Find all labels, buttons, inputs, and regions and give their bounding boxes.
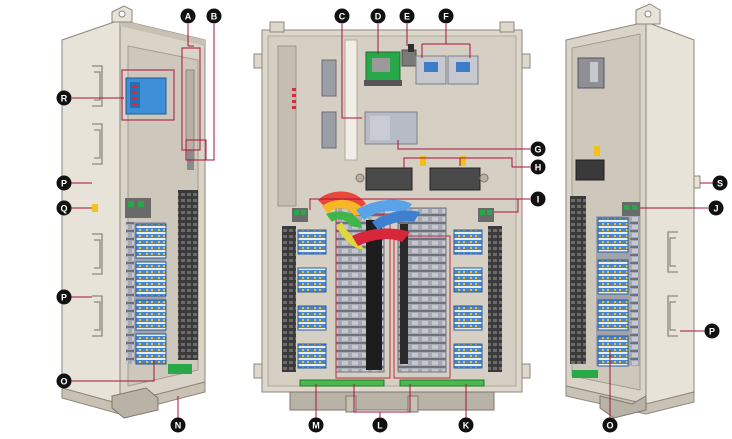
svg-text:S: S: [717, 178, 723, 188]
svg-text:B: B: [211, 11, 218, 21]
left-door-hooks: [92, 65, 103, 337]
callout-o-left: O: [56, 373, 72, 389]
right-module-stack: [596, 216, 640, 367]
callout-o-right: O: [602, 417, 618, 433]
svg-text:P: P: [709, 326, 715, 336]
right-door: [645, 21, 695, 405]
left-bracket: [111, 387, 159, 419]
leader-lines: [70, 24, 716, 421]
svg-text:D: D: [375, 11, 382, 21]
callout-markers: A B C D E F G H I J K L M N O O P P P Q …: [56, 8, 728, 433]
svg-text:N: N: [175, 420, 182, 430]
callout-p-left-bottom: P: [56, 289, 72, 305]
svg-text:C: C: [339, 11, 346, 21]
left-door: [61, 19, 121, 405]
callout-d: D: [370, 8, 386, 24]
svg-text:O: O: [606, 420, 613, 430]
callout-g: G: [530, 141, 546, 157]
svg-text:G: G: [534, 144, 541, 154]
center-view: [253, 21, 531, 413]
callout-m: M: [308, 417, 324, 433]
svg-text:R: R: [61, 93, 68, 103]
center-right-modules: [453, 226, 502, 372]
callout-j: J: [708, 200, 724, 216]
callout-h: H: [530, 159, 546, 175]
right-view: [565, 3, 701, 419]
svg-text:E: E: [404, 11, 410, 21]
callout-c: C: [334, 8, 350, 24]
callout-r: R: [56, 90, 72, 106]
fan-right: [429, 167, 481, 191]
svg-text:Q: Q: [60, 203, 67, 213]
svg-text:L: L: [377, 420, 383, 430]
callout-l: L: [372, 417, 388, 433]
svg-text:P: P: [61, 178, 67, 188]
svg-text:I: I: [537, 194, 540, 204]
center-left-modules: [282, 226, 327, 372]
svg-text:O: O: [60, 376, 67, 386]
callout-s: S: [712, 175, 728, 191]
svg-text:F: F: [443, 11, 449, 21]
left-black-rack: [178, 190, 198, 360]
callout-k: K: [458, 417, 474, 433]
svg-text:J: J: [713, 203, 718, 213]
callout-a: A: [180, 8, 196, 24]
svg-text:M: M: [312, 420, 320, 430]
callout-q: Q: [56, 200, 72, 216]
airflow-ribbons: [318, 191, 420, 250]
callout-n: N: [170, 417, 186, 433]
callout-b: B: [206, 8, 222, 24]
svg-text:P: P: [61, 292, 67, 302]
left-view: [61, 5, 206, 419]
callout-i: I: [530, 191, 546, 207]
fan-left: [365, 167, 413, 191]
left-module-stack: [126, 222, 167, 365]
callout-e: E: [399, 8, 415, 24]
callout-f: F: [438, 8, 454, 24]
svg-text:A: A: [185, 11, 192, 21]
callout-p-right: P: [704, 323, 720, 339]
callout-p-left-top: P: [56, 175, 72, 191]
svg-text:H: H: [535, 162, 542, 172]
svg-text:K: K: [463, 420, 470, 430]
